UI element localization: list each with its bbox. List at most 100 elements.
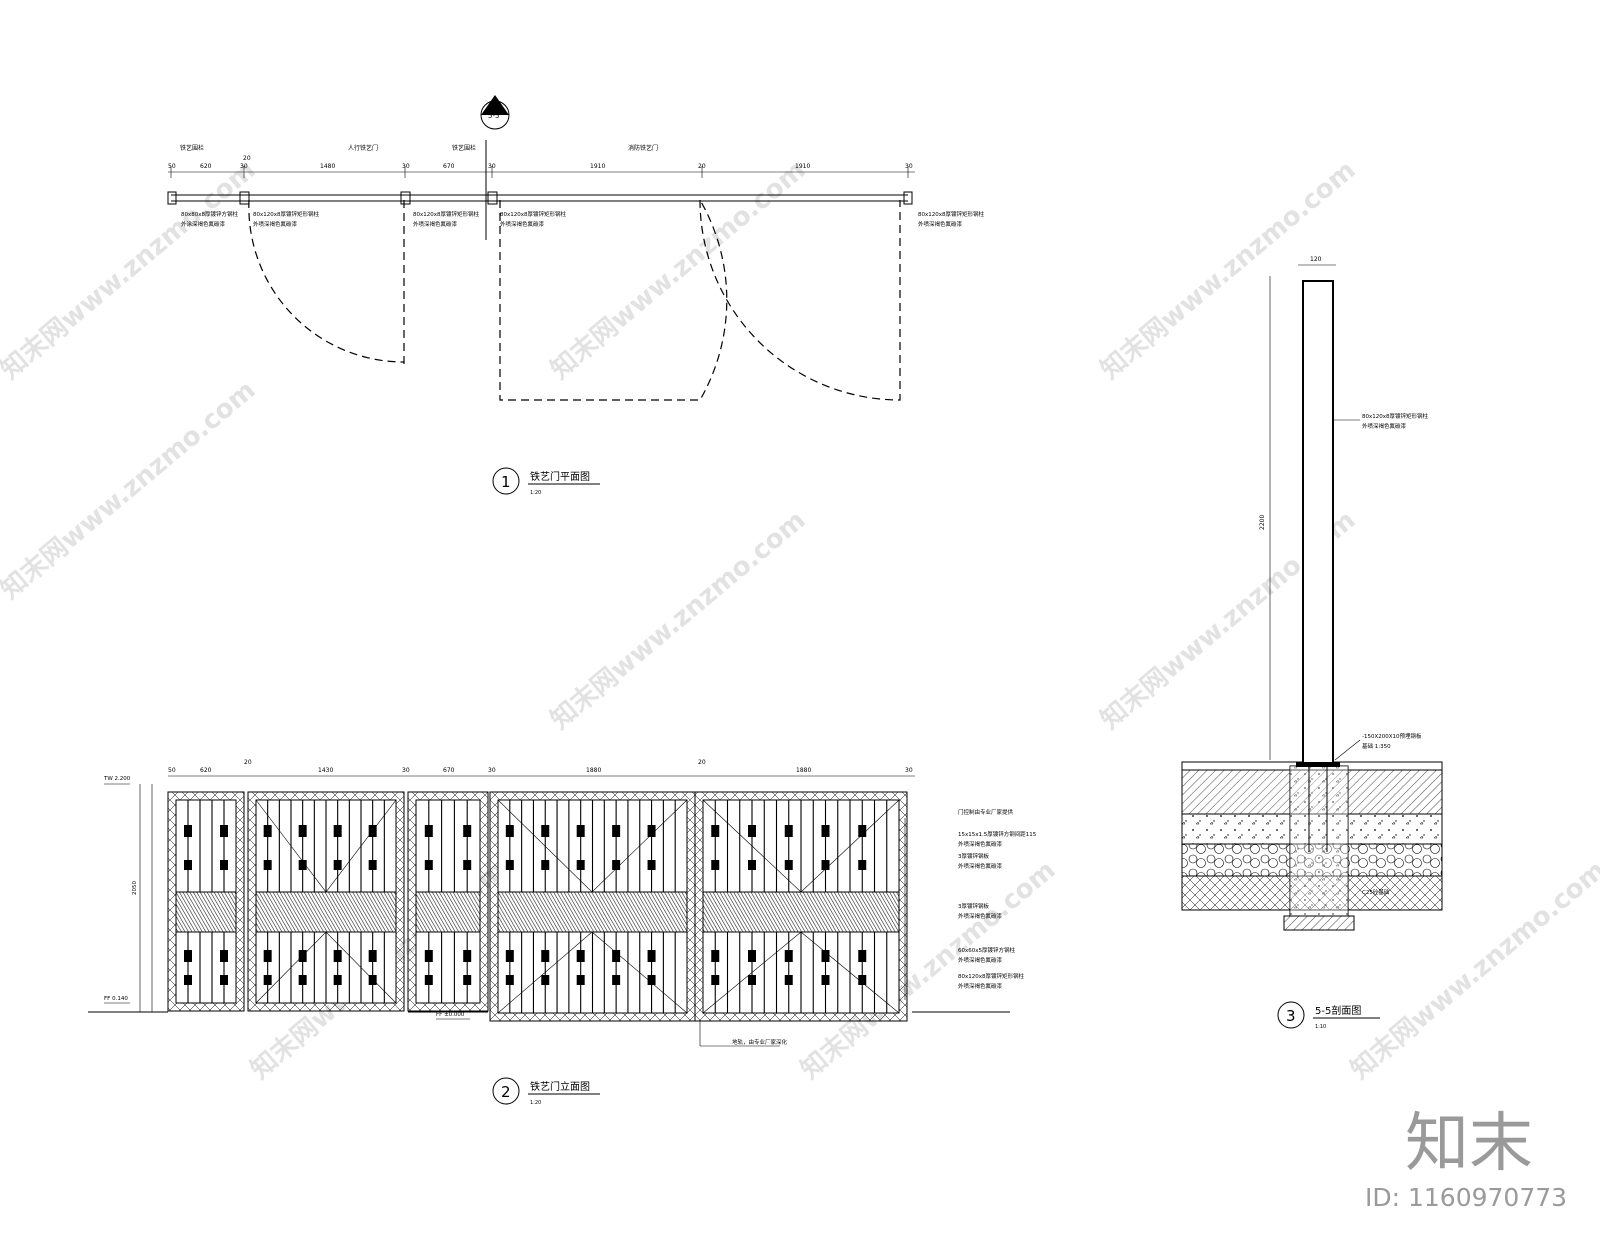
gate-accent (784, 860, 793, 870)
gate-accent (368, 860, 377, 870)
section-marker: 5-5 (480, 95, 510, 240)
gate-accent (612, 975, 621, 985)
plan-post (903, 191, 913, 205)
brand-logo: 知末 (1405, 1107, 1533, 1181)
gate-accent (184, 950, 192, 962)
gate-accent (505, 825, 514, 837)
gate-accent (333, 950, 342, 962)
gate-accent (368, 975, 377, 985)
elev-dim: 1880 (586, 767, 601, 774)
elev-dim: 50 (168, 767, 176, 774)
plan-label: 消防铁艺门 (628, 144, 658, 152)
elev-note: 外喷深褐色氟碳漆 (958, 862, 1003, 870)
gate-accent (263, 860, 272, 870)
plan-dim-ticks (170, 166, 909, 178)
section-marker-label: 5-5 (488, 112, 499, 120)
gate-accent (647, 825, 656, 837)
gate-accent (424, 860, 433, 870)
plan-note: 80x120x8厚镀锌矩形钢柱 (253, 210, 320, 218)
gate-accent (298, 975, 307, 985)
gate-accent (821, 860, 830, 870)
plan-dim: 1910 (590, 163, 605, 170)
gate-accent (821, 975, 830, 985)
section-view: 120 2200 80x120x8厚镀锌矩形钢柱 外喷深褐色氟碳漆 -150X2… (1181, 256, 1443, 1030)
elev-dim: 30 (402, 767, 410, 774)
plan-post (400, 191, 411, 205)
overall-height: 2050 (132, 881, 138, 895)
gate-accent (263, 950, 272, 962)
gate-accent (748, 975, 756, 985)
gate-accent (424, 825, 433, 837)
level-bottom: FF 0.140 (104, 996, 128, 1002)
gate-accent (463, 950, 472, 962)
section-height-dim: 2200 (1259, 515, 1266, 530)
door-swing (699, 199, 901, 401)
plan-dim: 620 (200, 163, 212, 170)
elev-note: 15x15x1.5厚镀锌方钢间距115 (958, 830, 1037, 838)
elevation-title-block: 2 铁艺门立面图 1:20 (492, 1077, 600, 1106)
elev-note: 门控制由专业厂家提供 (958, 808, 1014, 816)
plan-note: 外涂深褐色氟碳漆 (181, 220, 226, 228)
plan-dim: 1480 (320, 163, 335, 170)
watermark: 知末网www.znzmo.com (545, 505, 811, 735)
gate-accent (612, 860, 621, 870)
plan-dim: 50 (168, 163, 176, 170)
gate-accent (220, 825, 228, 837)
watermark: 知末网www.znzmo.com (0, 375, 261, 605)
plan-dim: 30 (402, 163, 410, 170)
elev-bottom-note: 地轨，由专业厂家深化 (732, 1038, 788, 1046)
gate-accent (298, 825, 307, 837)
level-top: TW 2.200 (103, 776, 131, 782)
gate-accent (263, 975, 272, 985)
gate-accent (647, 860, 656, 870)
gate-accent (505, 975, 514, 985)
plan-post (167, 191, 177, 205)
plan-note: 80x120x8厚镀锌矩形钢柱 (918, 210, 985, 218)
section-number: 3 (1286, 1007, 1296, 1025)
gate-accent (184, 975, 192, 985)
elev-dim: 30 (905, 767, 913, 774)
elev-note: 80x120x8厚镀锌矩形钢柱 (958, 972, 1025, 980)
door-swing (248, 199, 405, 363)
level-ground: FF ±0.000 (436, 1012, 465, 1018)
plan-label: 铁艺围栏 (180, 144, 204, 152)
gate-accent (463, 975, 472, 985)
plan-dim: 20 (243, 155, 251, 162)
gate-accent (784, 950, 793, 962)
plan-dim: 30 (488, 163, 496, 170)
plan-view: 50 620 20 30 1480 30 670 30 1910 20 1910… (167, 95, 985, 496)
gate-accent (821, 825, 830, 837)
section-footing-note: C25砼基础 (1362, 888, 1390, 896)
plan-label: 人行铁艺门 (348, 144, 378, 152)
elev-dim: 620 (200, 767, 212, 774)
gate-accent (463, 825, 472, 837)
elev-note: 3厚镀锌钢板 (958, 902, 989, 910)
elevation-number: 2 (501, 1083, 511, 1101)
gate-accent (505, 950, 514, 962)
gate-accent (784, 975, 793, 985)
gate-accent (711, 975, 720, 985)
gate-accent (576, 950, 585, 962)
gate-accent (541, 825, 550, 837)
gate-accent (748, 860, 756, 870)
elevation-view: 50 620 20 1430 30 670 30 1880 20 1880 30… (88, 759, 1037, 1106)
gate-accent (576, 975, 585, 985)
gate-accent (647, 975, 656, 985)
gate-accent (368, 825, 377, 837)
gate-accent (220, 860, 228, 870)
plan-scale: 1:20 (530, 490, 541, 496)
section-width-dim: 120 (1310, 256, 1322, 263)
concrete-footing (1289, 765, 1349, 917)
watermark: 知末网www.znzmo.com (0, 155, 261, 385)
steel-post (1302, 280, 1334, 766)
elev-note: 外喷深褐色氟碳漆 (958, 912, 1003, 920)
gate-accent (184, 860, 192, 870)
section-plate-note: 基础 1:350 (1362, 742, 1391, 750)
plan-note: 外喷深褐色氟碳漆 (500, 220, 545, 228)
section-title-block: 3 5-5剖面图 1:10 (1277, 1001, 1380, 1030)
elev-note: 60x60x5厚镀锌方钢柱 (958, 946, 1016, 954)
elev-note: 外喷深褐色氟碳漆 (958, 982, 1003, 990)
plan-note: 80x120x8厚镀锌矩形钢柱 (500, 210, 567, 218)
door-swing (499, 199, 728, 401)
gate-accent (298, 860, 307, 870)
